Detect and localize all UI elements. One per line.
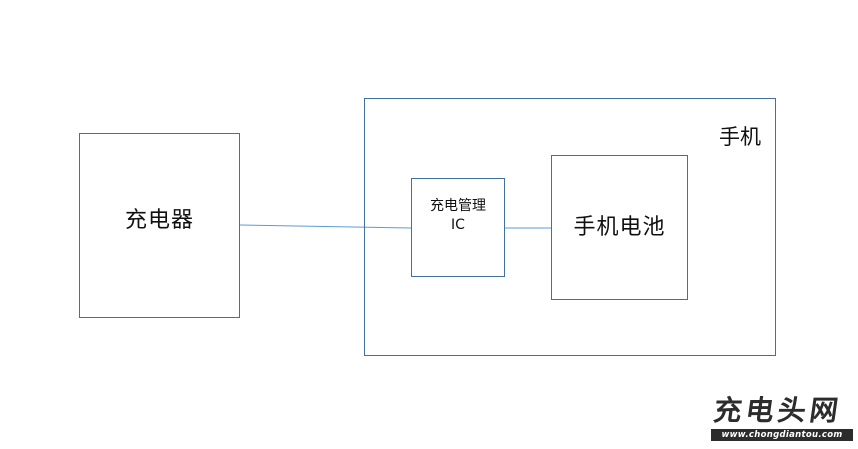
phone-label: 手机 xyxy=(719,125,761,149)
charger-to-ic-connector xyxy=(239,224,412,229)
battery-label: 手机电池 xyxy=(573,215,666,240)
phone-battery-box: 手机电池 xyxy=(551,155,688,300)
charger-label: 充电器 xyxy=(124,207,194,233)
ic-label-line1: 充电管理 xyxy=(430,197,486,214)
charge-management-ic-box: 充电管理 IC xyxy=(411,178,505,277)
phone-box xyxy=(364,98,776,356)
watermark-logo: 充电头网 xyxy=(711,394,845,427)
charger-box: 充电器 xyxy=(79,133,240,318)
ic-label-line2: IC xyxy=(451,216,465,233)
watermark-url: www.chongdiantou.com xyxy=(711,429,853,441)
